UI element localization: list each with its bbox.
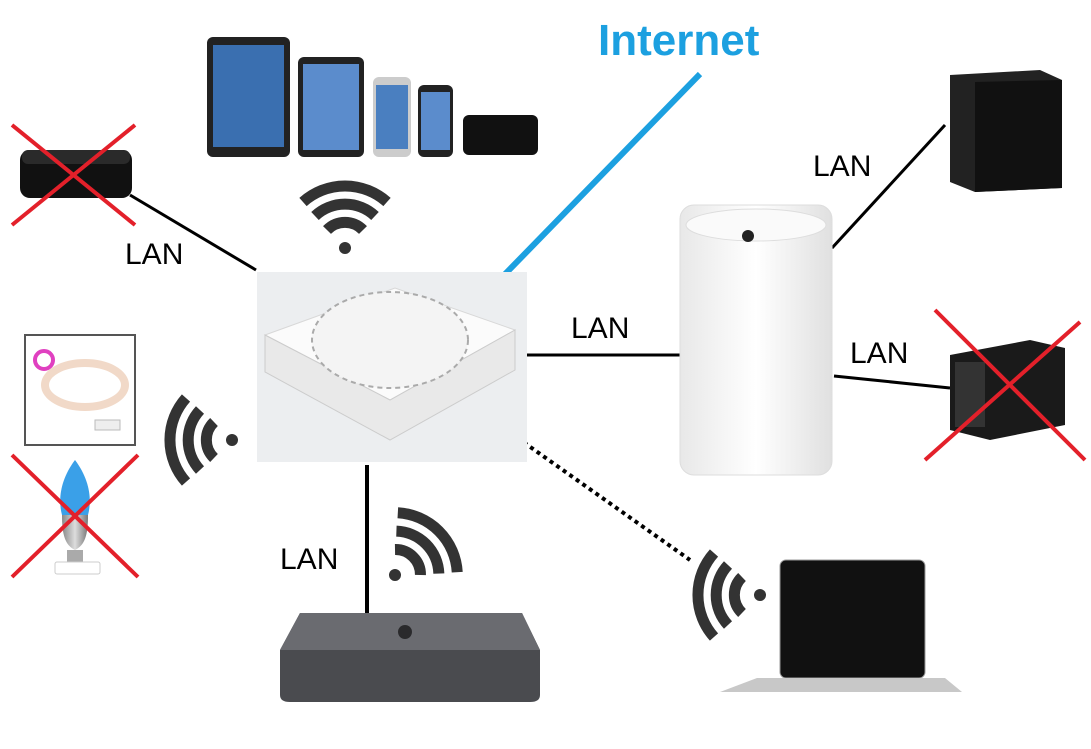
wifi-icon — [299, 180, 391, 254]
link-pc — [830, 123, 947, 250]
led-strip-icon — [24, 334, 136, 446]
lan-label-macmini: LAN — [280, 543, 339, 576]
airport-icon — [679, 204, 833, 476]
laptop-icon — [720, 559, 962, 692]
lan-label-pc: LAN — [813, 150, 872, 183]
lan-label-appletv: LAN — [125, 238, 184, 271]
cross-icon — [923, 308, 1087, 462]
internet-label: Internet — [598, 16, 760, 65]
lan-label-airport: LAN — [571, 312, 630, 345]
nas-icon — [950, 340, 1065, 440]
router-icon — [257, 272, 527, 462]
tower-pc-icon — [950, 70, 1062, 192]
cross-icon — [10, 123, 137, 227]
link-nas — [833, 374, 951, 390]
wifi-icon — [389, 507, 463, 581]
link-appletv — [129, 193, 257, 272]
tablets-phones-icon — [207, 37, 538, 157]
lan-label-nas: LAN — [850, 337, 909, 370]
wifi-icon — [164, 394, 238, 486]
internet-link — [471, 71, 703, 309]
mac-mini-icon — [280, 613, 540, 702]
wifi-icon — [692, 549, 766, 641]
cross-icon — [10, 453, 140, 579]
